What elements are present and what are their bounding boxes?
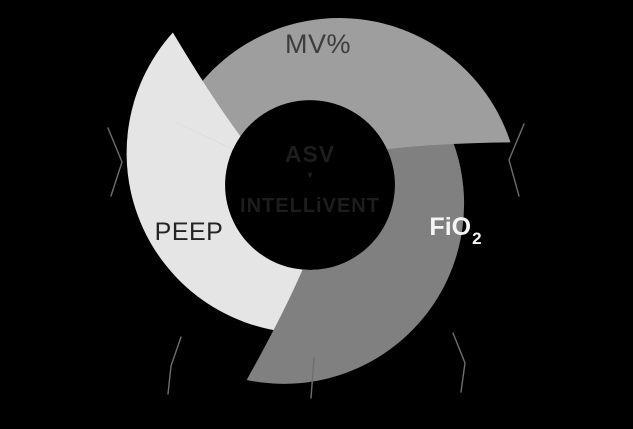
center-marker-icon: ▼	[305, 170, 315, 180]
leader-line-bottom-left	[167, 336, 182, 395]
fio2-arm-shape	[246, 100, 465, 384]
leader-line-top-right	[508, 123, 525, 197]
fio2-label-subscript: 2	[472, 229, 482, 248]
center-logo-line2: INTELLiVENT	[240, 195, 380, 217]
fio2-arm	[246, 100, 465, 384]
fio2-label: FiO2	[429, 213, 481, 248]
peep-label: PEEP	[154, 218, 224, 246]
leader-line-bottom-center	[310, 357, 315, 399]
leader-line-top-left	[107, 127, 123, 197]
center-logo-line1: ASV	[284, 141, 336, 167]
fio2-label-base: FiO	[429, 213, 472, 241]
center-logo-block: ASV ▼ INTELLiVENT	[240, 141, 380, 217]
mv-arm-shape	[175, 17, 511, 150]
leader-line-bottom-right	[452, 332, 466, 393]
mv-percent-label: MV%	[284, 29, 352, 59]
mv-arm	[175, 17, 511, 150]
